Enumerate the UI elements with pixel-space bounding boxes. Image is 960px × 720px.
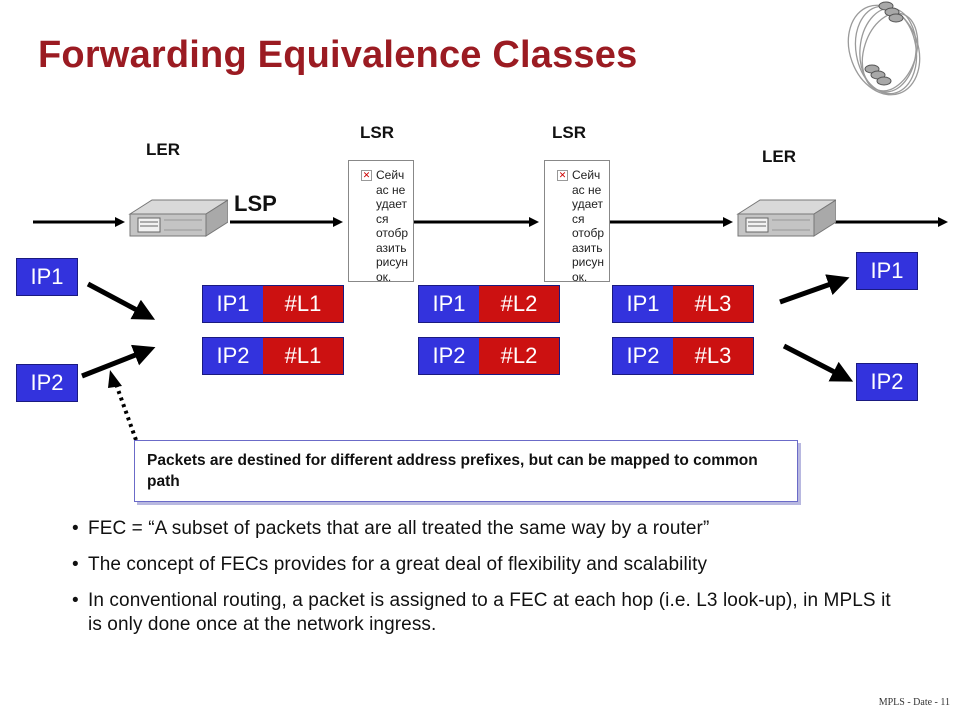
ingress-packet-ip2: IP2 [16, 364, 78, 402]
rings-logo-icon [847, 1, 921, 96]
lsr-2-image: ✕ Сейч ас не удает ся отобр азить рисун … [544, 160, 610, 284]
callout-box: Packets are destined for different addre… [134, 440, 798, 502]
bullet-item: FEC = “A subset of packets that are all … [72, 517, 892, 541]
packet-label: #L1 [263, 338, 343, 374]
packet-label: #L2 [479, 338, 559, 374]
ip1-egress-arrow [779, 274, 850, 305]
labeled-packet: IP1#L2 [418, 285, 560, 323]
lsr-1-image: ✕ Сейч ас не удает ся отобр азить рисун … [348, 160, 414, 284]
ingress-packet-ip1: IP1 [16, 258, 78, 296]
packet-label: #L2 [479, 286, 559, 322]
bullet-list: FEC = “A subset of packets that are all … [72, 517, 892, 649]
ler-left-label: LER [146, 140, 180, 159]
egress-packet-ip1: IP1 [856, 252, 918, 290]
lsp-label: LSP [234, 191, 277, 216]
slide-footer: MPLS - Date - 11 [878, 697, 950, 708]
packet-ip: IP1 [419, 286, 479, 322]
callout-pointer [114, 383, 138, 441]
egress-packet-ip2: IP2 [856, 363, 918, 401]
lsr-2-label: LSR [552, 123, 586, 142]
labeled-packet: IP2#L1 [202, 337, 344, 375]
packet-ip: IP2 [419, 338, 479, 374]
broken-image-text: Сейч ас не удает ся отобр азить рисун ок… [376, 168, 409, 284]
ip2-egress-arrow [782, 343, 854, 382]
packet-label: #L3 [673, 338, 753, 374]
labeled-packet: IP2#L3 [612, 337, 754, 375]
lsr-1-label: LSR [360, 123, 394, 142]
router-icon [128, 199, 228, 237]
page-title: Forwarding Equivalence Classes [38, 34, 638, 76]
labeled-packet: IP1#L3 [612, 285, 754, 323]
broken-image-text: Сейч ас не удает ся отобр азить рисун ок… [572, 168, 605, 284]
labeled-packet: IP1#L1 [202, 285, 344, 323]
packet-ip: IP1 [613, 286, 673, 322]
packet-label: #L3 [673, 286, 753, 322]
packet-ip: IP1 [203, 286, 263, 322]
bullet-item: The concept of FECs provides for a great… [72, 553, 892, 577]
bullet-item: In conventional routing, a packet is ass… [72, 589, 892, 637]
packet-ip: IP2 [203, 338, 263, 374]
ler-right-label: LER [762, 147, 796, 166]
callout-pointer-head [108, 370, 122, 388]
ip2-ingress-arrow [81, 344, 156, 379]
packet-ip: IP2 [613, 338, 673, 374]
packet-label: #L1 [263, 286, 343, 322]
labeled-packet: IP2#L2 [418, 337, 560, 375]
router-icon [736, 199, 836, 237]
broken-image-icon: ✕ [557, 170, 568, 181]
ip1-ingress-arrow [86, 281, 156, 320]
broken-image-icon: ✕ [361, 170, 372, 181]
